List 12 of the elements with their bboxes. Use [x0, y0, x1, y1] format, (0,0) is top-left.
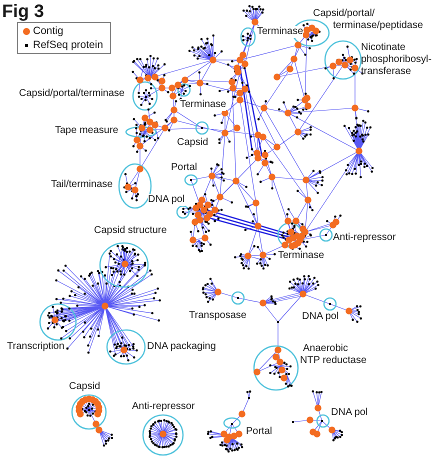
- legend-label: Contig: [33, 24, 64, 38]
- cluster-label: Nicotinate phosphoribosyl-transferase: [361, 42, 433, 78]
- figure-title: Fig 3: [2, 0, 44, 22]
- cluster-label: Portal: [246, 426, 272, 438]
- cluster-label: Tail/terminase: [51, 179, 113, 191]
- cluster-label: DNA pol: [331, 407, 368, 419]
- cluster-label: Anti-repressor: [132, 401, 195, 413]
- legend-label: RefSeq protein: [33, 38, 104, 52]
- cluster-label: Capsid/portal/terminase: [19, 88, 125, 100]
- cluster-label: DNA packaging: [147, 341, 216, 353]
- cluster-label: Tape measure: [55, 125, 118, 137]
- cluster-label: Capsid: [69, 381, 100, 393]
